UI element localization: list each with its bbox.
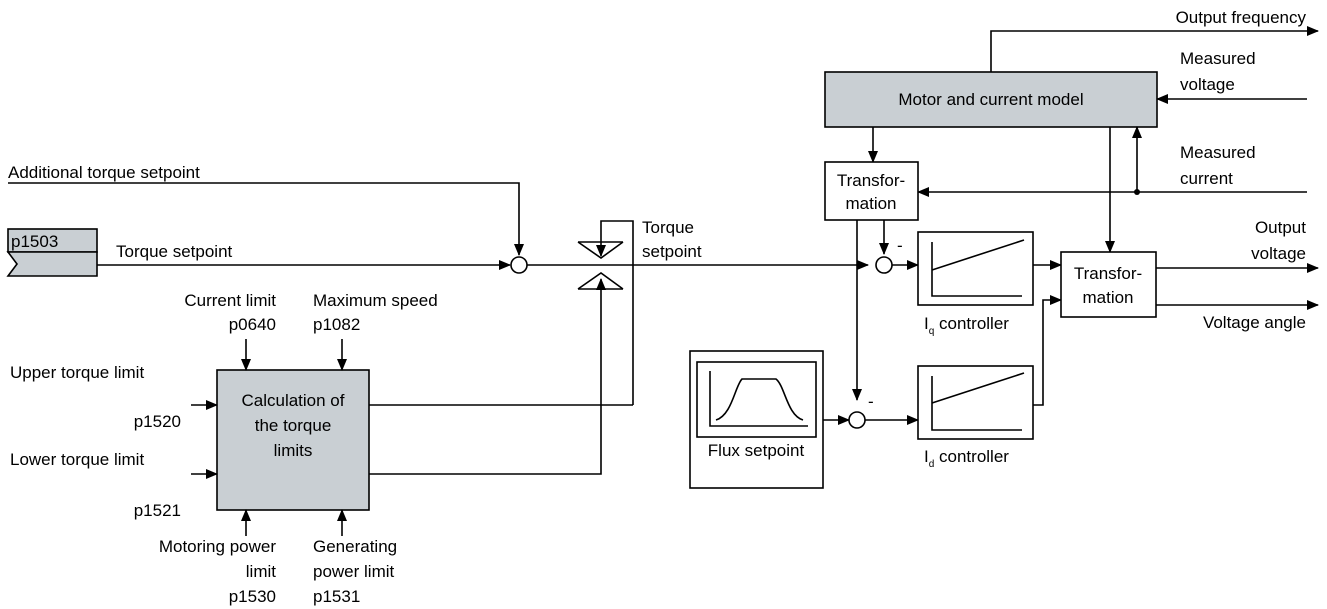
output-voltage-label-2: voltage (1251, 244, 1306, 263)
p1520-label: p1520 (134, 412, 181, 431)
flux-setpoint-curve-box (696, 361, 817, 438)
summing-point-torque (510, 256, 528, 274)
junction-dot (1134, 189, 1140, 195)
lower-limit-output-line (369, 278, 606, 475)
max-speed-label-1: Maximum speed (313, 291, 438, 310)
torque-setpoint-limited-label-1: Torque (642, 218, 694, 237)
transformation-top-label-1: Transfor- (837, 171, 905, 190)
output-voltage-label-1: Output (1255, 218, 1306, 237)
iq-controller-axes (931, 242, 1022, 297)
p1521-label: p1521 (134, 501, 181, 520)
measured-current-label-2: current (1180, 169, 1233, 188)
transformation-right-label-2: mation (1082, 288, 1133, 307)
motor-current-model-label: Motor and current model (898, 90, 1083, 109)
transformation-top-label-2: mation (845, 194, 896, 213)
transformation-block-right (1060, 251, 1157, 318)
torque-limit-calculation-block (216, 369, 370, 511)
current-limit-label-1: Current limit (184, 291, 276, 310)
lower-torque-limit-label: Lower torque limit (10, 450, 144, 469)
motoring-power-label-1: Motoring power (159, 537, 277, 556)
output-frequency-line (990, 26, 1319, 72)
id-controller-label: Id controller (924, 447, 1009, 470)
calc-limits-label-3: limits (274, 441, 313, 460)
upper-torque-limit-label: Upper torque limit (10, 363, 144, 382)
current-limit-label-2: p0640 (229, 315, 276, 334)
summing-point-id (848, 411, 866, 429)
additional-torque-setpoint-label: Additional torque setpoint (8, 163, 200, 182)
transformation-right-label-1: Transfor- (1074, 264, 1142, 283)
iq-minus-sign: - (897, 236, 903, 255)
measured-voltage-label-1: Measured (1180, 49, 1256, 68)
id-controller-block (917, 365, 1034, 440)
motor-current-model-block (824, 71, 1158, 128)
flux-curve (715, 378, 804, 421)
max-speed-label-2: p1082 (313, 315, 360, 334)
torque-setpoint-label: Torque setpoint (116, 242, 233, 261)
calc-limits-label-2: the torque (255, 416, 332, 435)
summing-point-iq (875, 256, 893, 274)
id-controller-axes (931, 376, 1022, 431)
voltage-angle-label: Voltage angle (1203, 313, 1306, 332)
measured-voltage-label-2: voltage (1180, 75, 1235, 94)
id-controller-ramp (931, 372, 1025, 404)
p1503-label: p1503 (11, 232, 58, 251)
generating-power-label-3: p1531 (313, 587, 360, 606)
iq-controller-ramp (931, 239, 1025, 271)
id-output-line (1033, 295, 1062, 406)
p1503-connector (6, 251, 98, 277)
motoring-power-label-2: limit (246, 562, 276, 581)
transformation-block-top (824, 161, 919, 221)
torque-setpoint-limited-label-2: setpoint (642, 242, 702, 261)
id-minus-sign: - (868, 392, 874, 411)
upper-limit-input-line (596, 220, 634, 405)
additional-torque-setpoint-line (8, 182, 524, 256)
flux-setpoint-label: Flux setpoint (708, 441, 805, 460)
motoring-power-label-3: p1530 (229, 587, 276, 606)
calc-limits-label-1: Calculation of (241, 391, 344, 410)
generating-power-label-1: Generating (313, 537, 397, 556)
iq-controller-label: Iq controller (924, 314, 1009, 337)
flux-curve-axes (709, 371, 808, 427)
output-frequency-label: Output frequency (1176, 8, 1307, 27)
generating-power-label-2: power limit (313, 562, 395, 581)
measured-current-label-1: Measured (1180, 143, 1256, 162)
